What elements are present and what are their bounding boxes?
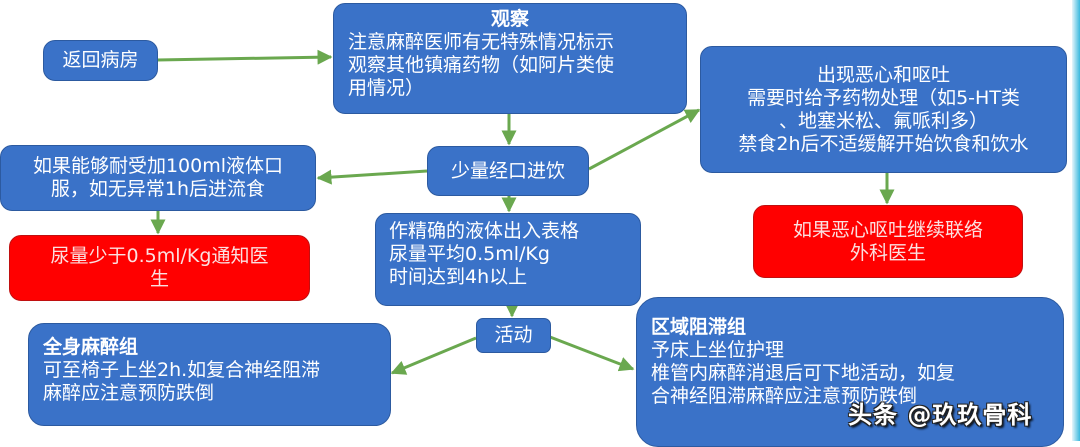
node-observe-line-2: 观察其他镇痛药物（如阿片类使 <box>348 54 615 76</box>
node-nausea: 出现恶心和呕吐 需要时给予药物处理（如5-HT类 、地塞米松、氟哌利多） 禁食2… <box>700 46 1067 173</box>
node-fluid-chart: 作精确的液体出入表格 尿量平均0.5ml/Kg 时间达到4h以上 <box>375 213 641 306</box>
node-urine-alert-line-1: 尿量少于0.5ml/Kg通知医 <box>50 245 269 267</box>
node-observe: 观察 注意麻醉医师有无特殊情况标示 观察其他镇痛药物（如阿片类使 用情况） <box>333 3 687 114</box>
node-return-ward-text: 返回病房 <box>62 49 139 71</box>
node-activity-text: 活动 <box>494 324 533 346</box>
node-tolerate: 如果能够耐受加100ml液体口 服，如无异常1h后进流食 <box>0 145 316 211</box>
node-observe-title: 观察 <box>490 8 529 30</box>
arrow-oral-to-tolerate <box>316 169 428 185</box>
right-edge-border <box>1072 0 1080 441</box>
node-oral-intake-text: 少量经口进饮 <box>450 159 565 182</box>
node-nausea-line-3: 、地塞米松、氟哌利多） <box>778 109 988 132</box>
arrow-oral-to-nausea <box>588 108 701 171</box>
node-general-anesthesia-title: 全身麻醉组 <box>43 336 139 358</box>
node-regional-block: 区域阻滞组 予床上坐位护理 椎管内麻醉消退后可下地活动，如复 合神经阻滞麻醉应注… <box>636 297 1064 447</box>
watermark: 头条 @玖玖骨科 <box>848 401 1033 429</box>
node-urine-alert-line-2: 生 <box>149 268 169 290</box>
arrow-activity-to-regional <box>549 335 635 372</box>
node-fluid-chart-line-3: 时间达到4h以上 <box>389 266 528 288</box>
arrow-return-to-observe <box>156 49 333 65</box>
arrow-activity-to-general <box>390 336 477 375</box>
node-observe-line-1: 注意麻醉医师有无特殊情况标示 <box>348 31 615 53</box>
node-regional-block-line-3: 合神经阻滞麻醉应注意预防跌倒 <box>651 385 918 407</box>
node-activity: 活动 <box>476 318 551 353</box>
node-nausea-line-1: 出现恶心和呕吐 <box>816 63 950 86</box>
node-nausea-persist: 如果恶心呕吐继续联络 外科医生 <box>753 205 1023 278</box>
node-urine-alert: 尿量少于0.5ml/Kg通知医 生 <box>9 235 310 301</box>
node-fluid-chart-line-2: 尿量平均0.5ml/Kg <box>389 243 550 265</box>
node-observe-line-3: 用情况） <box>348 77 425 99</box>
node-regional-block-line-2: 椎管内麻醉消退后可下地活动，如复 <box>651 362 956 384</box>
node-oral-intake: 少量经口进饮 <box>427 146 589 196</box>
node-regional-block-line-1: 予床上坐位护理 <box>651 339 785 361</box>
node-general-anesthesia-line-2: 麻醉应注意预防跌倒 <box>43 382 215 404</box>
node-nausea-persist-line-2: 外科医生 <box>849 241 926 264</box>
node-nausea-line-2: 需要时给予药物处理（如5-HT类 <box>747 86 1020 109</box>
node-nausea-line-4: 禁食2h后不适缓解开始饮食和饮水 <box>738 132 1029 155</box>
node-general-anesthesia-line-1: 可至椅子上坐2h.如复合神经阻滞 <box>43 359 321 381</box>
node-regional-block-title: 区域阻滞组 <box>651 316 747 338</box>
node-nausea-persist-line-1: 如果恶心呕吐继续联络 <box>792 218 983 241</box>
node-general-anesthesia: 全身麻醉组 可至椅子上坐2h.如复合神经阻滞 麻醉应注意预防跌倒 <box>28 323 391 426</box>
node-return-ward: 返回病房 <box>43 40 158 81</box>
node-tolerate-line-2: 服，如无异常1h后进流食 <box>50 178 266 200</box>
node-fluid-chart-line-1: 作精确的液体出入表格 <box>389 220 580 242</box>
node-tolerate-line-1: 如果能够耐受加100ml液体口 <box>32 155 284 177</box>
